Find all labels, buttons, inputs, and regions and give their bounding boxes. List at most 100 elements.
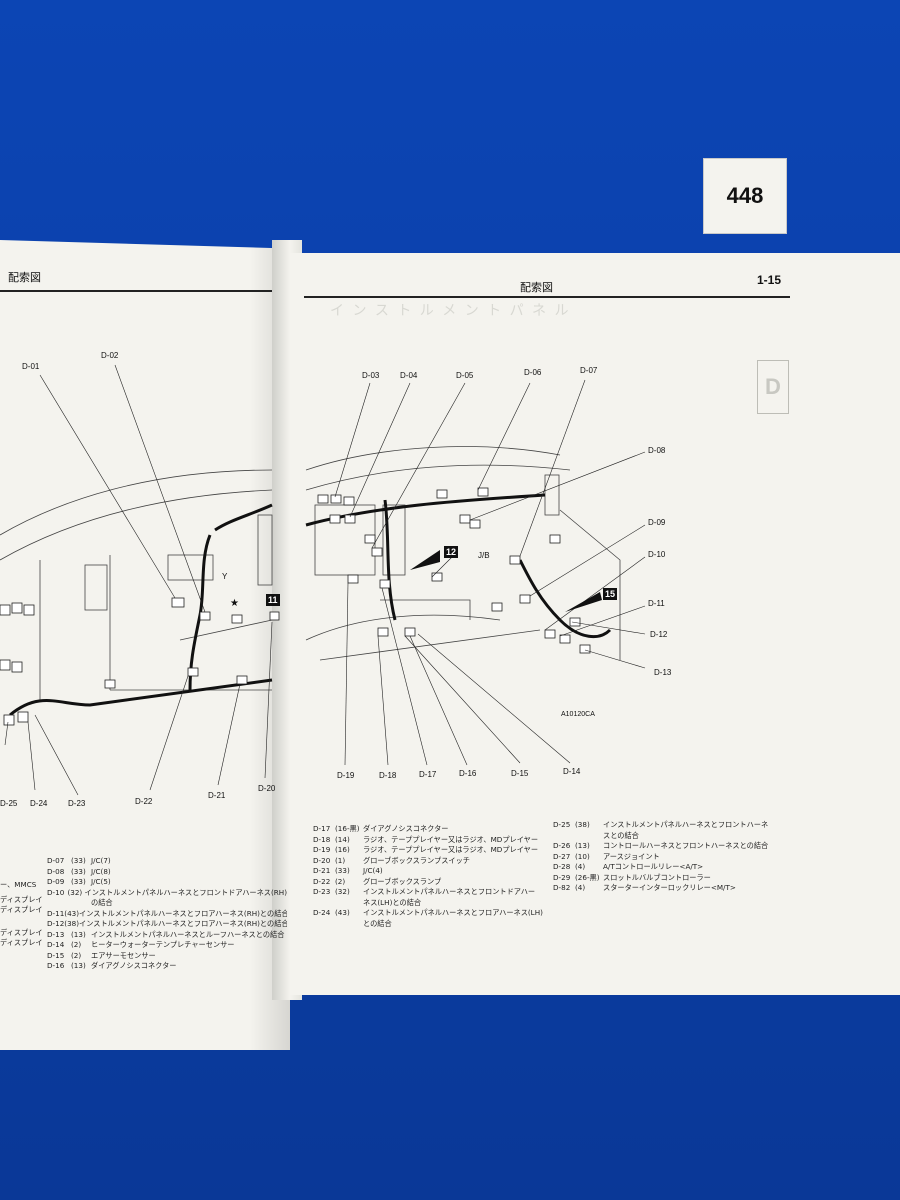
legend-code (553, 831, 575, 842)
callout-d17: D-17 (419, 770, 437, 779)
legend-desc: アースジョイント (603, 851, 660, 861)
legend-code: D-10 (47, 887, 65, 897)
legend-desc: スロットルバルブコントローラー (603, 872, 711, 882)
legend-desc: インストルメントパネルハーネスとフロアハーネス(LH) (363, 908, 543, 917)
legend-desc: エアサーモセンサー (91, 950, 156, 960)
legend-desc: スターターインターロックリレー<M/T> (603, 883, 736, 892)
callout-d09: D-09 (648, 518, 666, 527)
left-page-header: 配索図 (8, 271, 41, 284)
callout-d23: D-23 (68, 799, 86, 808)
legend-pins: (16-黒) (335, 824, 360, 833)
callout-d11: D-11 (648, 599, 665, 608)
callout-d25: D-25 (0, 799, 18, 808)
legend-pins (71, 898, 91, 909)
legend-row: D-18(14)ラジオ、テーププレイヤー又はラジオ、MDプレイヤー (313, 835, 553, 846)
legend-code: D-19 (313, 845, 331, 854)
legend-code: D-16 (47, 961, 65, 970)
legend-row: D-24(43)インストルメントパネルハーネスとフロアハーネス(LH) (313, 908, 553, 919)
legend-code: D-22 (313, 876, 331, 886)
legend-row: D-29 (26-黒)スロットルバルブコントローラー (553, 873, 793, 884)
callout-d18: D-18 (379, 771, 397, 780)
legend-desc: との結合 (363, 918, 392, 928)
legend-row: D-25(38)インストルメントパネルハーネスとフロントハーネ (553, 820, 793, 831)
legend-row: D-16(13)ダイアグノシスコネクター (47, 961, 287, 972)
callout-d19: D-19 (337, 771, 355, 780)
left-side-fragments: ー、MMCS ディスプレイ ディスプレイ ディスプレイ ディスプレイ (0, 880, 43, 949)
legend-desc: コントロールハーネスとフロントハーネスとの結合 (603, 841, 769, 850)
legend-code (47, 898, 71, 909)
legend-code: D-17 (313, 824, 331, 833)
legend-pins: (14) (335, 834, 350, 844)
legend-row: D-22 (2) グローブボックスランプ (313, 877, 553, 888)
legend-row: D-07 (33) J/C(7) (47, 856, 287, 867)
legend-code: D-15 (47, 950, 65, 960)
legend-code: D-08 (47, 866, 65, 876)
legend-row: D-14(2)ヒーターウォーターテンプレチャーセンサー (47, 940, 287, 951)
right-header-rule (304, 296, 790, 298)
legend-desc: A/Tコントロールリレー<A/T> (603, 862, 704, 871)
legend-desc: ラジオ、テーププレイヤー又はラジオ、MDプレイヤー (363, 845, 539, 854)
legend-row: D-11(43)インストルメントパネルハーネスとフロアハーネス(RH)との結合 (47, 909, 287, 920)
legend-desc: グローブボックスランプスイッチ (363, 855, 470, 865)
legend-pins: (26-黒) (575, 872, 600, 882)
callout-d22: D-22 (135, 797, 153, 806)
legend-desc: インストルメントパネルハーネスとフロアハーネス(RH)との結合 (79, 908, 287, 918)
legend-pins: (4) (575, 883, 586, 892)
fragment: ディスプレイ (0, 894, 43, 904)
legend-desc: インストルメントパネルハーネスとフロアハーネス(RH)との結合 (79, 919, 287, 928)
legend-code: D-28 (553, 862, 571, 871)
callout-d13: D-13 (654, 668, 672, 677)
legend-pins: (2) (335, 876, 346, 886)
legend-pins: (33) (71, 856, 86, 865)
legend-row: との結合 (313, 919, 553, 930)
legend-row: D-23(32)インストルメントパネルハーネスとフロントドアハー (313, 887, 553, 898)
legend-row: D-20(1)グローブボックスランプスイッチ (313, 856, 553, 867)
legend-row: D-13(13)インストルメントパネルハーネスとルーフハーネスとの結合 (47, 930, 287, 941)
legend-row: D-28(4)A/Tコントロールリレー<A/T> (553, 862, 793, 873)
right-page (290, 253, 900, 995)
legend-row: D-10(32)インストルメントパネルハーネスとフロントドアハーネス(RH) (47, 888, 287, 899)
callout-d02: D-02 (101, 351, 119, 360)
callout-y: Y (222, 572, 228, 581)
callout-d05: D-05 (456, 371, 474, 380)
legend-row: D-19 (16) ラジオ、テーププレイヤー又はラジオ、MDプレイヤー (313, 845, 553, 856)
legend-code (313, 898, 335, 909)
legend-code: D-12 (47, 919, 65, 928)
legend-code: D-07 (47, 856, 65, 865)
legend-pins: (13) (71, 929, 86, 939)
legend-pins: (10) (575, 851, 590, 861)
legend-desc: の結合 (91, 898, 113, 907)
callout-d12: D-12 (650, 630, 668, 639)
legend-code: D-21 (313, 866, 331, 875)
legend-code: D-82 (553, 883, 571, 892)
badge-12: 12 (444, 546, 459, 558)
number-tag: 448 (703, 158, 787, 234)
legend-desc: J/C(5) (91, 877, 111, 886)
legend-row: の結合 (47, 898, 287, 909)
fragment: ディスプレイ (0, 905, 43, 914)
legend-code (313, 919, 335, 930)
legend-row: D-08(33)J/C(8) (47, 867, 287, 878)
legend-row: ネス(LH)との結合 (313, 898, 553, 909)
section-letter-box: D (757, 360, 789, 414)
callout-d24: D-24 (30, 799, 48, 808)
legend-pins: (16) (335, 845, 350, 854)
legend-code: D-25 (553, 820, 571, 829)
legend-row: D-26(13)コントロールハーネスとフロントハーネスとの結合 (553, 841, 793, 852)
legend-desc: グローブボックスランプ (363, 876, 442, 886)
callout-d08: D-08 (648, 446, 666, 455)
legend-pins: (38) (575, 820, 590, 829)
svg-text:★: ★ (230, 598, 239, 609)
callout-d10: D-10 (648, 550, 666, 559)
legend-pins: (32) (335, 887, 350, 896)
legend-pins (575, 831, 603, 842)
legend-row: D-17(16-黒)ダイアグノシスコネクター (313, 824, 553, 835)
legend-code: D-14 (47, 940, 65, 949)
legend-code: D-09 (47, 877, 65, 886)
legend-code: D-29 (553, 872, 571, 882)
legend-pins: (33) (71, 866, 86, 876)
legend-desc: J/C(4) (363, 866, 383, 875)
legend-desc: J/C(7) (91, 856, 111, 865)
legend-row: D-12(38)インストルメントパネルハーネスとフロアハーネス(RH)との結合 (47, 919, 287, 930)
